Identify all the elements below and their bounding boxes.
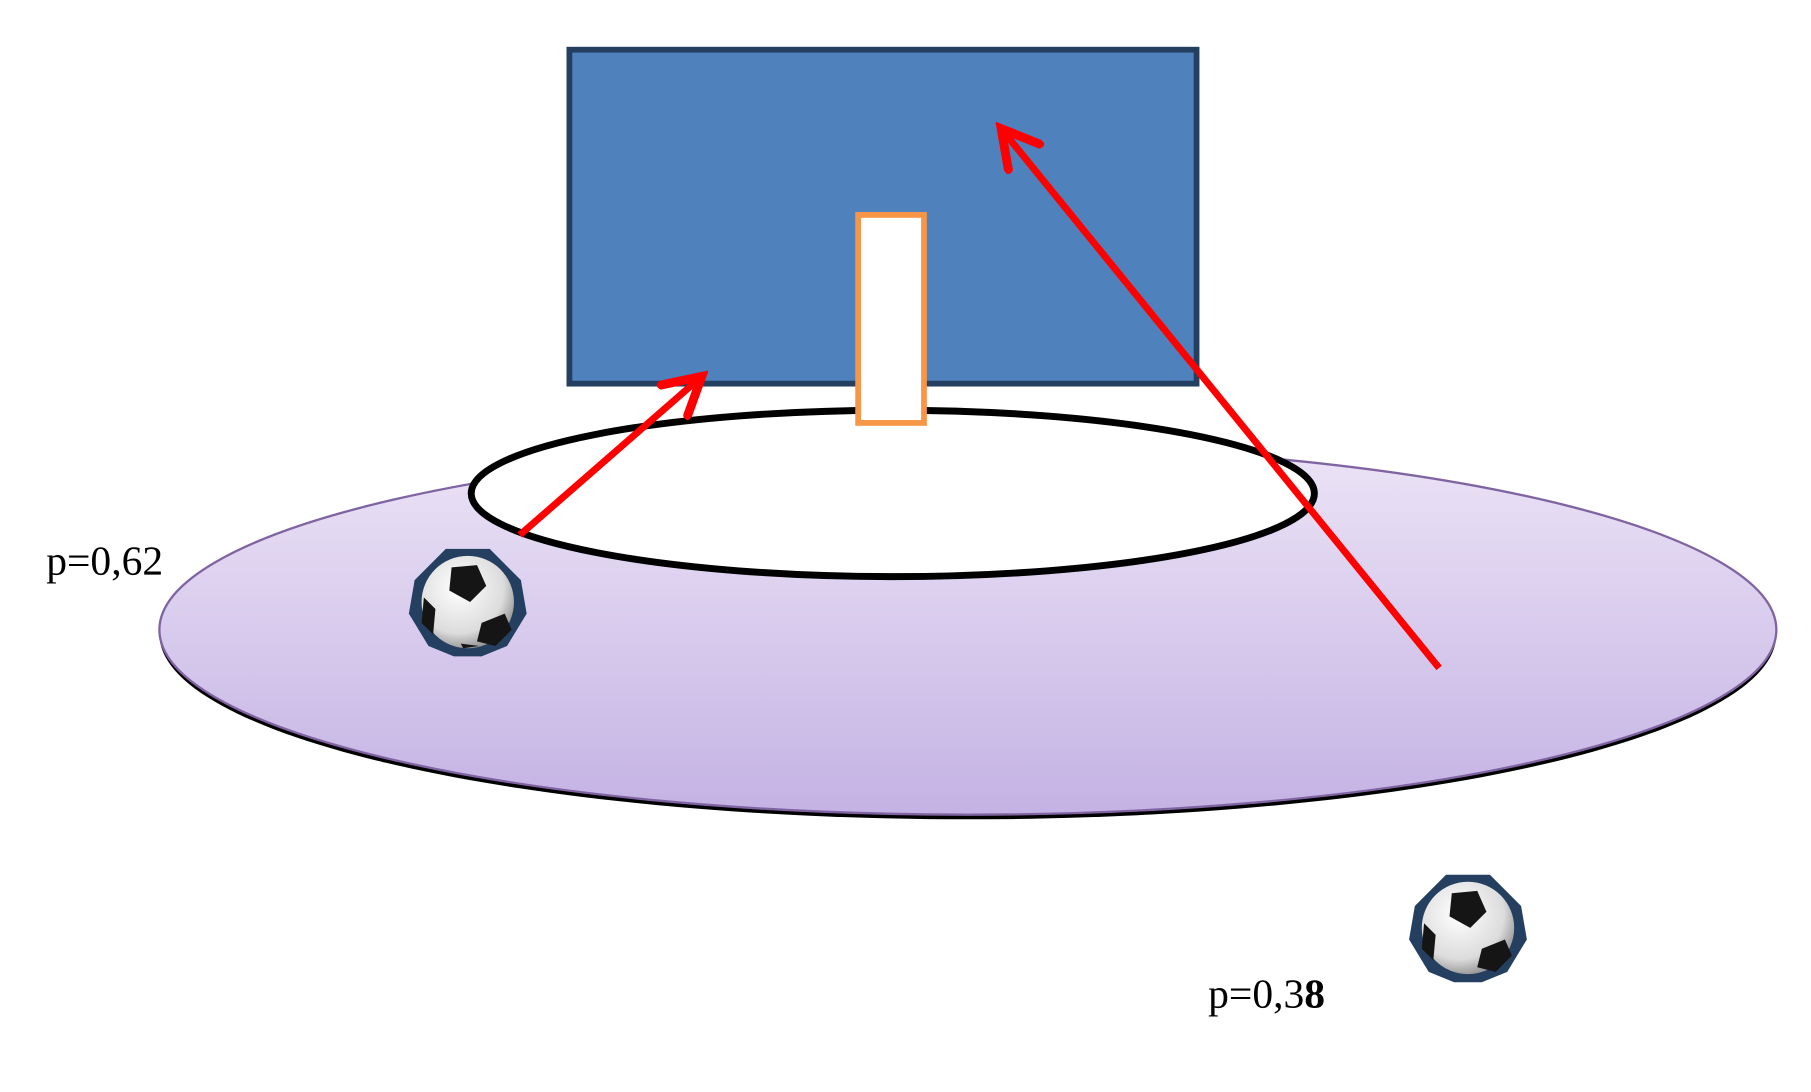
- inner-zone-ellipse: [467, 406, 1318, 581]
- probability-outside-prefix: p=0,3: [1208, 971, 1304, 1017]
- goal-post: [855, 212, 927, 426]
- soccer-ball-icon: [408, 548, 527, 657]
- probability-inside-label: p=0,62: [46, 537, 163, 583]
- soccer-ball-icon: [1409, 874, 1527, 983]
- probability-outside-label: p=0,38: [1208, 971, 1325, 1017]
- shot-arrow-inside: [517, 379, 699, 538]
- probability-outside-bold-digit: 8: [1304, 971, 1325, 1017]
- shot-arrow-outside: [1004, 132, 1442, 671]
